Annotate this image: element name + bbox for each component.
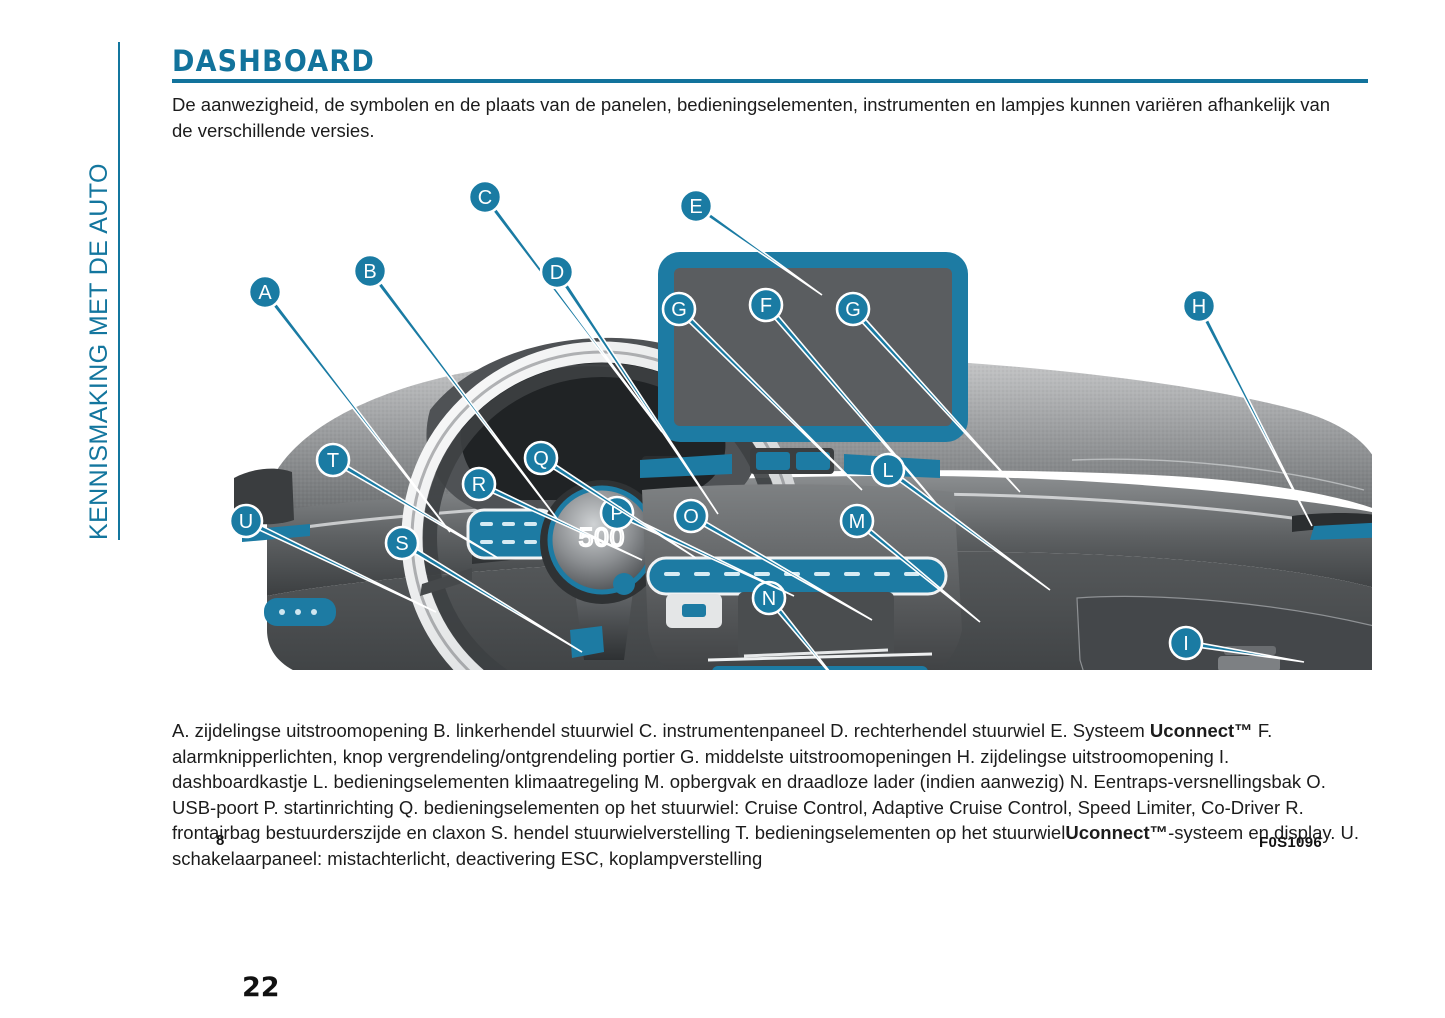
- callout-o-13: O: [673, 498, 873, 621]
- steering-controls-left-icons: [480, 522, 537, 544]
- gear-selector-bar[interactable]: [712, 666, 928, 670]
- callout-label: U: [239, 511, 253, 533]
- callout-bubble[interactable]: [467, 179, 503, 215]
- callout-bubble[interactable]: [678, 188, 714, 224]
- callout-bubble[interactable]: [461, 466, 497, 502]
- switch-esc-icon: [295, 609, 301, 615]
- chapter-label: KENNISMAKING MET DE AUTO: [84, 163, 113, 540]
- start-stop-button[interactable]: [613, 573, 635, 595]
- chapter-side-tab: KENNISMAKING MET DE AUTO: [78, 42, 120, 540]
- switch-fog-icon: [279, 609, 285, 615]
- callout-bubble[interactable]: [228, 503, 264, 539]
- callout-h-8: H: [1181, 288, 1313, 527]
- callout-l-10: L: [870, 452, 1051, 591]
- callout-bubble[interactable]: [751, 580, 787, 616]
- switch-headlamp-icon: [311, 609, 317, 615]
- callout-label: B: [363, 261, 376, 283]
- callout-r-16: R: [461, 466, 643, 561]
- side-vent-right-highlight[interactable]: [1310, 520, 1372, 540]
- callout-m-11: M: [839, 503, 981, 623]
- callout-label: Q: [533, 448, 549, 470]
- callout-label: E: [689, 196, 702, 218]
- callout-d-3: D: [539, 254, 719, 515]
- dashboard-illustration: 500: [228, 179, 1372, 670]
- callout-bubble[interactable]: [384, 525, 420, 561]
- callout-bubble[interactable]: [599, 495, 635, 531]
- callout-bubble[interactable]: [835, 291, 871, 327]
- callout-t-18: T: [315, 442, 499, 559]
- callout-bubble[interactable]: [839, 503, 875, 539]
- callout-bubble[interactable]: [539, 254, 575, 290]
- callout-bubble[interactable]: [247, 274, 283, 310]
- callout-bubble[interactable]: [315, 442, 351, 478]
- callout-u-19: U: [228, 503, 437, 613]
- passenger-airbag-seam: [1071, 458, 1365, 491]
- legend-segment-0: A. zijdelingse uitstroomopening B. linke…: [172, 720, 1150, 741]
- hazard-button[interactable]: [756, 452, 790, 470]
- callout-label: O: [683, 506, 699, 528]
- callout-e-4: E: [678, 188, 823, 296]
- title-underline: [172, 79, 1368, 83]
- gear-selector-trim-top: [707, 652, 933, 662]
- glovebox-handle[interactable]: [1218, 656, 1280, 670]
- figure-code: F0S1096: [1259, 834, 1322, 851]
- dashboard-figure: 500: [172, 160, 1372, 851]
- legend-segment-3: Uconnect™: [1065, 822, 1169, 843]
- figure-legend: A. zijdelingse uitstroomopening B. linke…: [172, 718, 1368, 871]
- callout-label: R: [472, 474, 486, 496]
- callout-label: H: [1192, 296, 1206, 318]
- legend-segment-1: Uconnect™: [1149, 720, 1253, 741]
- legend-segment-2: F. alarmknipperlichten, knop vergrendeli…: [172, 720, 1326, 843]
- page-content: DASHBOARD De aanwezigheid, de symbolen e…: [168, 0, 1378, 1018]
- callout-label: I: [1183, 633, 1189, 655]
- callout-bubble[interactable]: [352, 253, 388, 289]
- intro-paragraph: De aanwezigheid, de symbolen en de plaat…: [172, 94, 1331, 141]
- callout-bubble[interactable]: [673, 498, 709, 534]
- callout-i-9: I: [1168, 625, 1305, 663]
- callout-c-2: C: [467, 179, 663, 433]
- callout-label: T: [327, 450, 339, 472]
- callout-bubble[interactable]: [1168, 625, 1204, 661]
- callout-b-1: B: [352, 253, 559, 521]
- callout-g-7: G: [835, 291, 1021, 493]
- door-lock-button[interactable]: [796, 452, 830, 470]
- callout-bubble[interactable]: [870, 452, 906, 488]
- callout-label: G: [845, 299, 861, 321]
- callout-label: M: [849, 511, 866, 533]
- callout-bubble[interactable]: [661, 291, 697, 327]
- callout-p-14: P: [599, 495, 795, 597]
- callout-label: C: [478, 187, 492, 209]
- page-number: 22: [242, 972, 280, 1003]
- callout-label: N: [762, 588, 776, 610]
- chapter-tab-rule: [118, 42, 120, 540]
- callout-bubble[interactable]: [523, 440, 559, 476]
- callout-layer: A B C D E F G G H I L M N OP Q R S T U: [228, 179, 1313, 670]
- callout-g-6: G: [661, 291, 863, 491]
- callout-label: F: [760, 295, 772, 317]
- usb-port[interactable]: [682, 604, 706, 617]
- callout-bubble[interactable]: [1181, 288, 1217, 324]
- callout-bubble[interactable]: [748, 287, 784, 323]
- uconnect-system: [658, 252, 968, 442]
- callout-n-12: N: [751, 580, 830, 670]
- legend-segment-4: -systeem en display. U. schakelaarpaneel…: [172, 822, 1360, 869]
- callout-label: D: [550, 262, 564, 284]
- callout-label: L: [882, 460, 893, 482]
- callout-label: A: [258, 282, 272, 304]
- glovebox-panel[interactable]: [1076, 595, 1372, 670]
- callout-a-0: A: [247, 274, 451, 533]
- callout-s-17: S: [384, 525, 583, 653]
- callout-q-15: Q: [523, 440, 697, 559]
- callout-label: G: [671, 299, 687, 321]
- page-title: DASHBOARD: [172, 44, 375, 78]
- callout-label: S: [395, 533, 408, 555]
- figure-number: 8: [216, 832, 225, 849]
- uconnect-screen[interactable]: [674, 268, 952, 426]
- centre-console: P R N D: [613, 484, 962, 670]
